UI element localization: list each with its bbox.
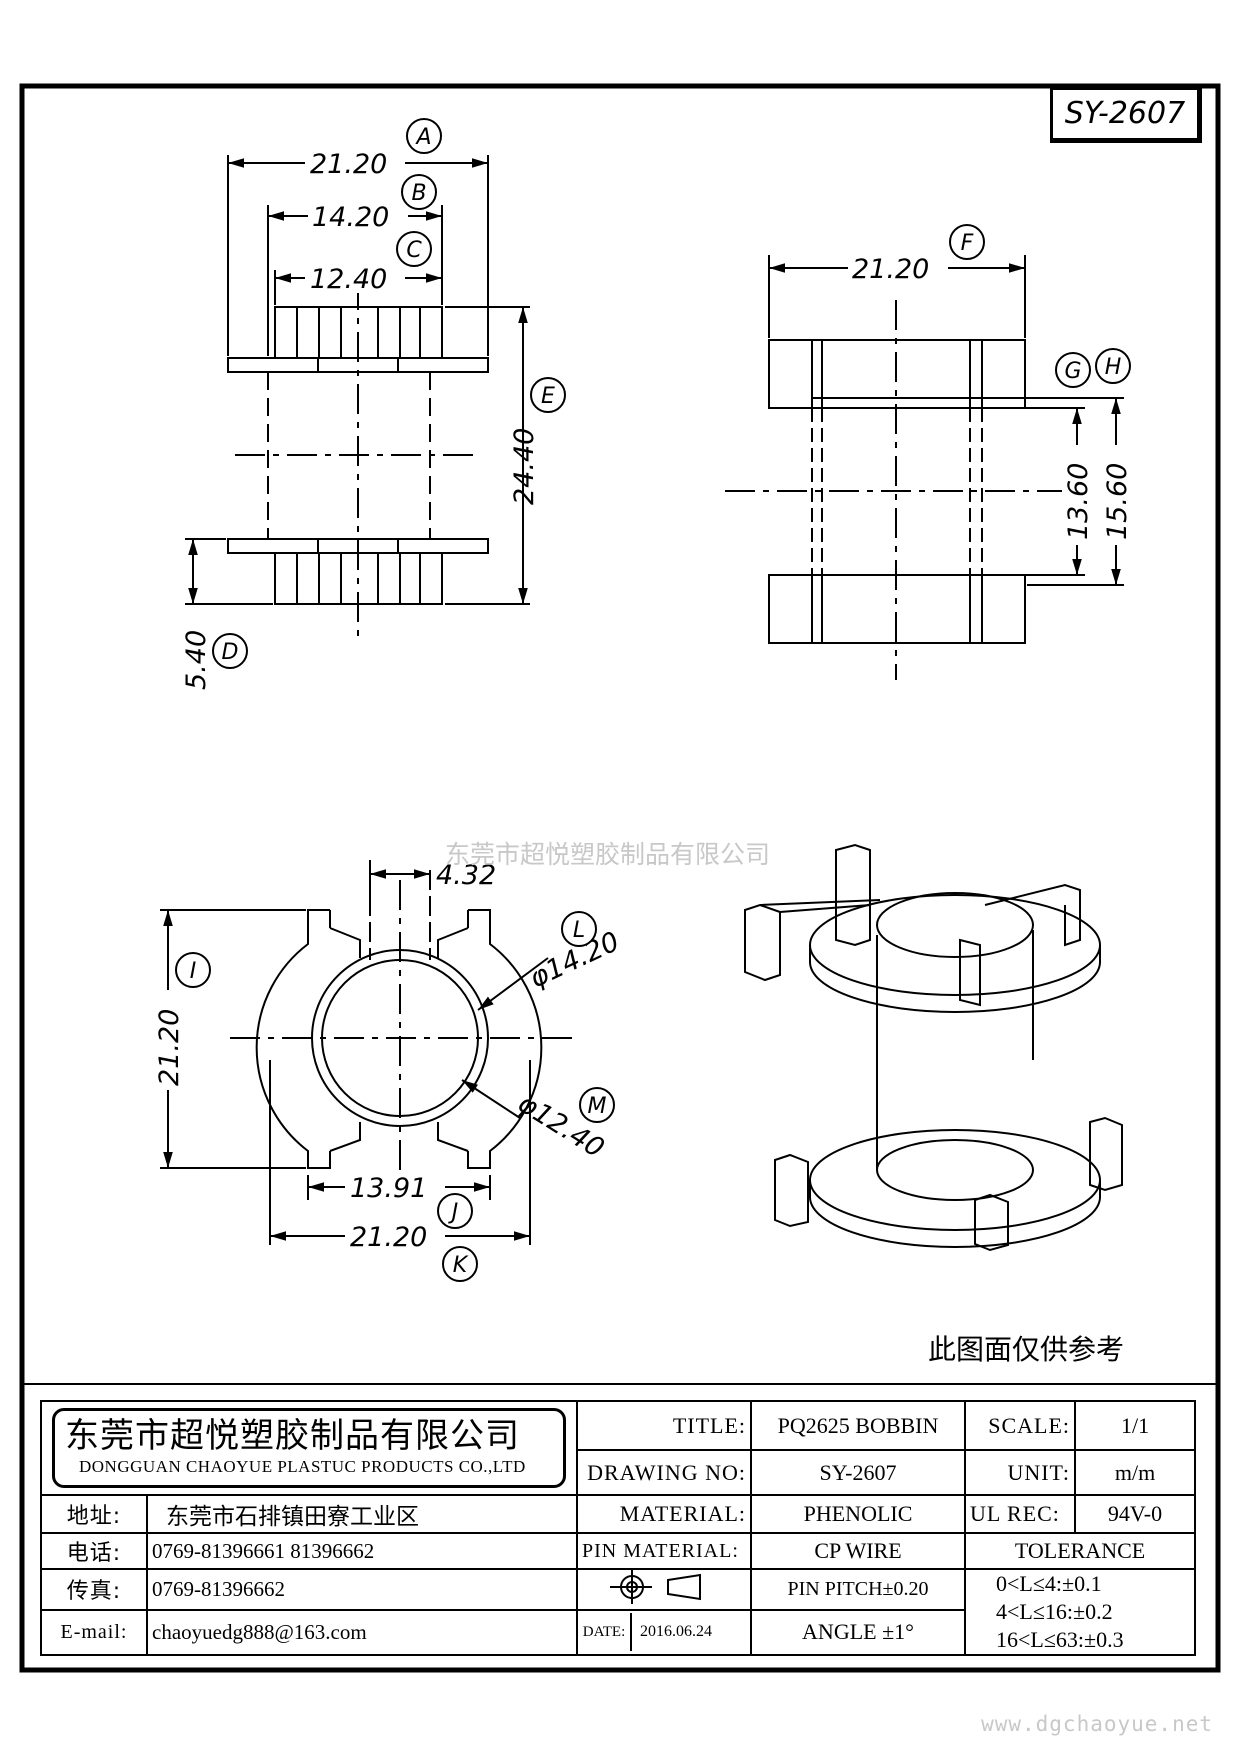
tag-e-circle — [530, 377, 566, 413]
reference-tag-letters: A B C D E F G H I J K L M — [190, 125, 1122, 1278]
side-view — [725, 255, 1124, 680]
ul-label: UL REC: — [964, 1494, 1077, 1534]
website-url: www.dgchaoyue.net — [981, 1712, 1213, 1736]
tag-d: D — [222, 640, 239, 665]
bottom-view — [160, 860, 575, 1245]
tag-l: L — [573, 918, 585, 943]
dim-g-label: 13.60 — [1063, 463, 1094, 540]
dim-slot-label: 4.32 — [436, 860, 496, 891]
tolerance-label: TOLERANCE — [964, 1532, 1197, 1570]
tag-g: G — [1064, 359, 1081, 384]
drawing-no-label: DRAWING NO: — [576, 1449, 753, 1496]
date-value: 2016.06.24 — [640, 1623, 713, 1641]
tag-k-circle — [442, 1246, 478, 1282]
dim-a-label: 21.20 — [310, 149, 387, 180]
title-label: TITLE: — [576, 1399, 753, 1452]
dim-b-label: 14.20 — [312, 202, 389, 233]
dim-j-label: 13.91 — [350, 1173, 427, 1204]
fax-value: 0769-81396662 — [145, 1568, 579, 1611]
reference-tags — [175, 118, 1131, 1282]
date-cell: DATE: 2016.06.24 — [576, 1608, 753, 1657]
tag-h-circle — [1095, 348, 1131, 384]
dim-i-label: 21.20 — [154, 1009, 185, 1086]
date-label: DATE: — [579, 1613, 633, 1652]
unit-value: m/m — [1074, 1449, 1197, 1496]
unit-label: UNIT: — [964, 1449, 1077, 1496]
tag-c-circle — [396, 231, 432, 267]
scale-label: SCALE: — [964, 1399, 1077, 1452]
dim-k-label: 21.20 — [350, 1222, 427, 1253]
dim-e-label: 24.40 — [509, 428, 540, 505]
tag-e: E — [541, 384, 555, 409]
tag-j-circle — [437, 1193, 473, 1229]
tolerance-table: 0<L≤4:±0.1 4<L≤16:±0.2 16<L≤63:±0.3 — [964, 1568, 1197, 1656]
reference-note: 此图面仅供参考 — [928, 1333, 1125, 1366]
company-cell: 东莞市超悦塑胶制品有限公司 DONGGUAN CHAOYUE PLASTUC P… — [39, 1400, 579, 1496]
dim-c-label: 12.40 — [310, 264, 387, 295]
tolerance-line-2: 4<L≤16:±0.2 — [996, 1599, 1113, 1624]
tag-a-circle — [406, 118, 442, 154]
address-label: 地址: — [40, 1494, 148, 1534]
email-value: chaoyuedg888@163.com — [145, 1608, 579, 1657]
drawing-number-tag: SY-2607 — [1050, 87, 1202, 143]
tag-a: A — [414, 125, 431, 150]
material-value: PHENOLIC — [750, 1494, 967, 1534]
scale-value: 1/1 — [1074, 1399, 1197, 1452]
tag-f-circle — [949, 224, 985, 260]
sheet-border — [19, 83, 1221, 1673]
tag-l-circle — [561, 911, 597, 947]
phone-value: 0769-81396661 81396662 — [145, 1532, 579, 1570]
drawing-no-value: SY-2607 — [750, 1449, 967, 1496]
tag-b: B — [411, 181, 426, 206]
leader-l — [477, 957, 549, 1011]
address-value: 东莞市石排镇田寮工业区 — [145, 1494, 579, 1534]
tag-m-circle — [579, 1087, 615, 1123]
tag-m: M — [588, 1094, 607, 1119]
company-name-en: DONGGUAN CHAOYUE PLASTUC PRODUCTS CO.,LT… — [79, 1457, 526, 1476]
tolerance-line-3: 16<L≤63:±0.3 — [996, 1627, 1124, 1652]
phone-label: 电话: — [40, 1532, 148, 1570]
tag-c: C — [406, 238, 422, 263]
pin-material-value: CP WIRE — [750, 1532, 967, 1570]
company-name-cn: 东莞市超悦塑胶制品有限公司 — [65, 1416, 520, 1456]
leader-m — [461, 1079, 521, 1119]
tag-b-circle — [401, 174, 437, 210]
dim-f-label: 21.20 — [852, 254, 929, 285]
tag-j: J — [448, 1200, 459, 1225]
tag-i-circle — [175, 952, 211, 988]
angle-tolerance: ANGLE ±1° — [750, 1608, 967, 1657]
ul-value: 94V-0 — [1074, 1494, 1197, 1534]
tag-k: K — [453, 1253, 469, 1278]
watermark-text: 东莞市超悦塑胶制品有限公司 — [445, 840, 771, 869]
title-value: PQ2625 BOBBIN — [750, 1399, 967, 1452]
title-block: 东莞市超悦塑胶制品有限公司 DONGGUAN CHAOYUE PLASTUC P… — [39, 1399, 1197, 1657]
isometric-view — [744, 843, 1123, 1252]
tag-h: H — [1105, 355, 1122, 380]
dim-d-label: 5.40 — [181, 630, 212, 690]
tag-f: F — [961, 231, 974, 256]
email-label: E-mail: — [40, 1608, 148, 1657]
tag-d-circle — [212, 633, 248, 669]
dim-h-label: 15.60 — [1102, 463, 1133, 540]
material-label: MATERIAL: — [576, 1494, 753, 1534]
company-box: 东莞市超悦塑胶制品有限公司 DONGGUAN CHAOYUE PLASTUC P… — [52, 1408, 567, 1488]
pin-pitch: PIN PITCH±0.20 — [750, 1568, 967, 1611]
projection-symbol-cell — [576, 1568, 753, 1611]
tag-g-circle — [1055, 352, 1091, 388]
tag-i: I — [190, 959, 197, 984]
pin-material-label: PIN MATERIAL: — [576, 1532, 753, 1570]
tolerance-line-1: 0<L≤4:±0.1 — [996, 1571, 1102, 1596]
top-view — [185, 155, 530, 640]
fax-label: 传真: — [40, 1568, 148, 1611]
